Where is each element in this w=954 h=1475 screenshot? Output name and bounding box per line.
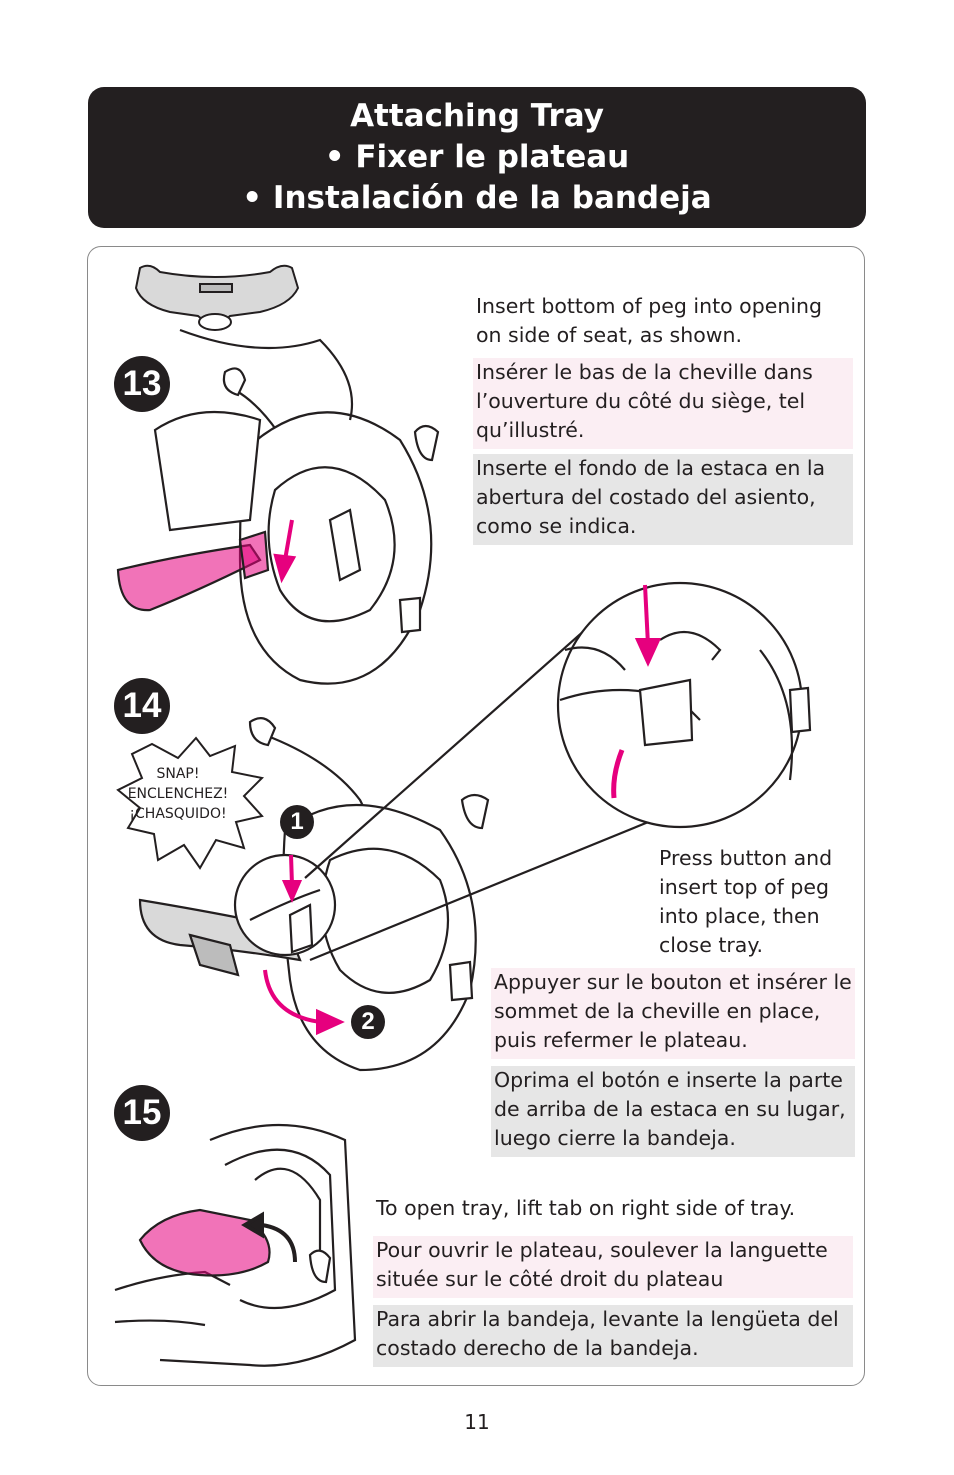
step13-text-en: Insert bottom of peg into opening on sid… [476,294,823,347]
callout-2-badge: 2 [351,1005,385,1039]
snap-burst-text: SNAP! ENCLENCHEZ! ¡CHASQUIDO! [118,764,238,824]
step-13-badge: 13 [114,356,170,412]
header-title-fr: • Fixer le plateau [324,139,630,175]
snap-text-en: SNAP! [156,766,200,782]
snap-text-es: ¡CHASQUIDO! [129,806,227,822]
page-header: Attaching Tray • Fixer le plateau • Inst… [88,87,866,228]
header-title-es: • Instalación de la bandeja [242,180,712,216]
step15-illustration [114,1123,357,1367]
step14-text-es: Oprima el botón e inserte la parte de ar… [491,1066,855,1157]
step14-arrows [263,584,662,1036]
step13-arrow [273,519,297,584]
step15-text-es: Para abrir la bandeja, levante la lengüe… [373,1305,853,1367]
callout-1-badge: 1 [280,805,314,839]
step-15-badge: 15 [114,1085,170,1141]
page-number: 11 [464,1410,490,1434]
snap-burst [116,736,265,870]
tray-icon [134,264,300,331]
snap-text-fr: ENCLENCHEZ! [127,786,229,802]
step15-text-en: To open tray, lift tab on right side of … [376,1196,796,1220]
step13-text-fr: Insérer le bas de la cheville dans l’ouv… [473,358,853,449]
step15-text-fr: Pour ouvrir le plateau, soulever la lang… [373,1236,853,1298]
step15-arrow [241,1211,297,1263]
header-title-en: Attaching Tray [350,98,604,134]
step13-text-es: Inserte el fondo de la estaca en la aber… [473,454,853,545]
step14-text-en: Press button and insert top of peg into … [659,846,833,957]
step-14-badge: 14 [114,678,170,734]
step13-illustration [116,328,440,685]
step14-text-fr: Appuyer sur le bouton et insérer le somm… [491,968,855,1059]
instructions-panel [87,246,865,1386]
